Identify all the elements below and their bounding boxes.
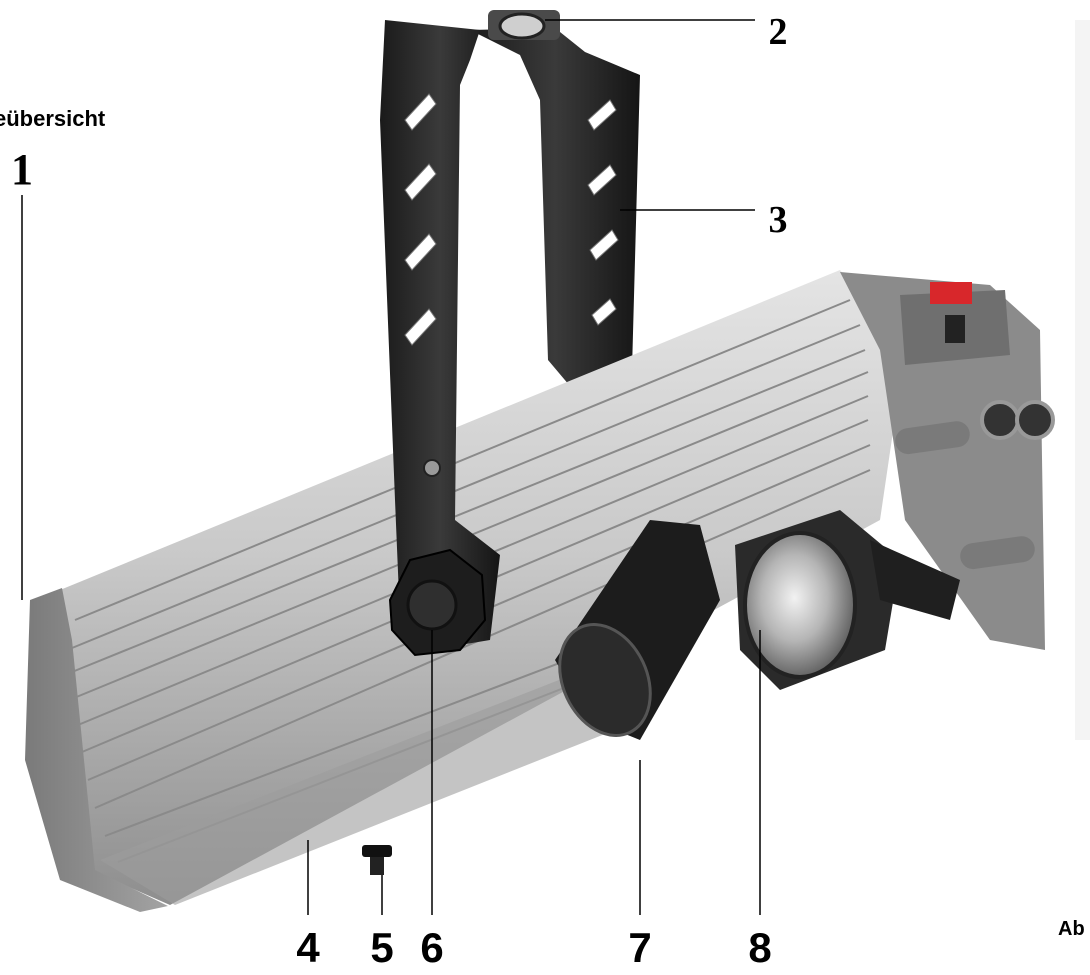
- yoke-slot: [591, 298, 617, 326]
- yoke-slot: [404, 163, 437, 201]
- callout-number: 2: [769, 11, 788, 53]
- yoke-slot: [589, 229, 619, 261]
- callout-number: 5: [370, 924, 393, 971]
- yoke: [470, 10, 640, 395]
- yoke-slot: [587, 99, 617, 131]
- yoke-slot: [404, 233, 437, 271]
- connector-icon: [1015, 400, 1055, 440]
- callout-number: 3: [769, 199, 788, 241]
- callout-number: 1: [11, 145, 33, 194]
- leader-lines: [21, 19, 761, 915]
- fixing-screw: [362, 845, 392, 875]
- callout-number: 8: [748, 924, 771, 971]
- figure-label: Ab: [1058, 918, 1085, 940]
- yoke-slot: [404, 93, 437, 131]
- display-icon: [945, 315, 965, 343]
- lens-tube: [555, 520, 720, 740]
- mirror-head: [735, 510, 960, 690]
- callout-number: 7: [628, 924, 651, 971]
- yoke-slot: [587, 164, 617, 196]
- tilt-knob: [388, 548, 487, 657]
- callout-number: 4: [296, 924, 320, 971]
- yoke-front-arm: [380, 20, 500, 650]
- scan-edge: [1075, 20, 1090, 740]
- connector-icon: [980, 400, 1020, 440]
- callout-number: 6: [420, 924, 443, 971]
- status-leds: [930, 282, 972, 304]
- section-heading: eübersicht: [0, 106, 106, 131]
- yoke-slot: [404, 308, 437, 346]
